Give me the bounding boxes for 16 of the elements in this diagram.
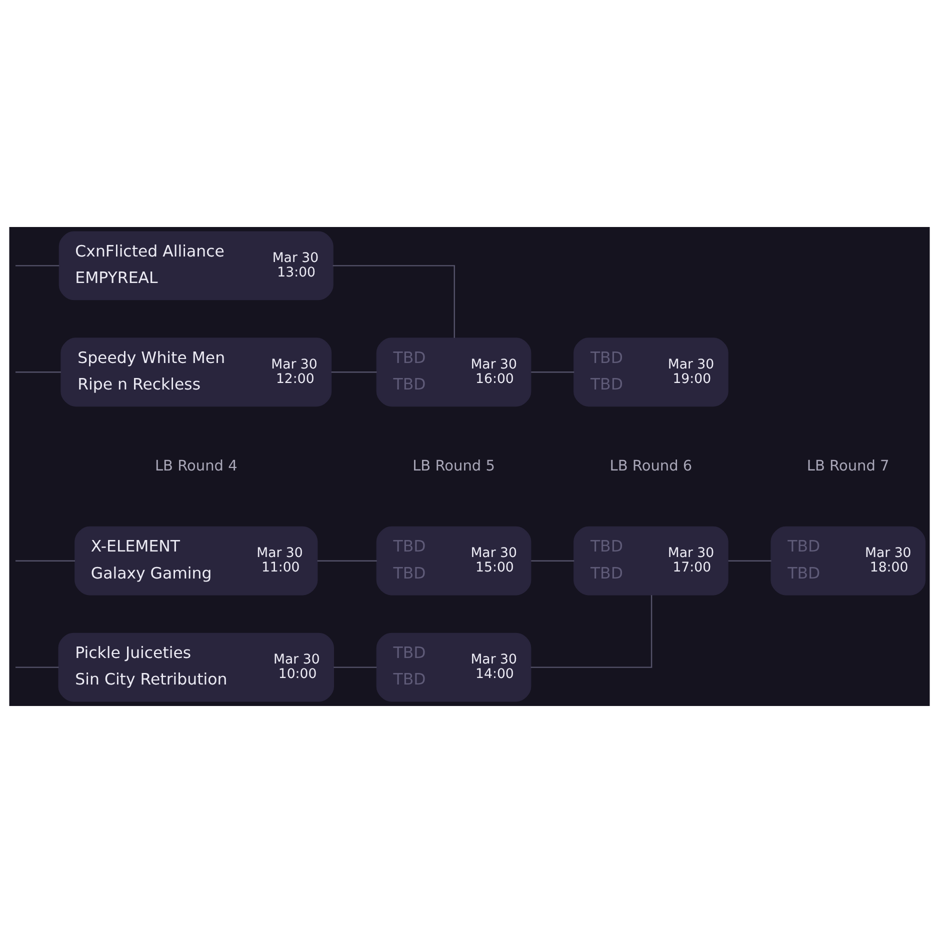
label: LB Round 4 [154, 458, 237, 474]
connector [530, 560, 574, 561]
connector [15, 666, 58, 668]
connector [332, 264, 454, 338]
connector [15, 264, 59, 266]
connector [316, 560, 376, 561]
connector [530, 371, 574, 372]
connector [15, 371, 60, 372]
label: LB Round 5 [412, 458, 494, 474]
connector [530, 594, 652, 668]
connector [333, 666, 376, 668]
label: LB Round 6 [609, 458, 692, 474]
connector [15, 560, 74, 561]
label: LB Round 7 [806, 458, 889, 474]
connector [330, 371, 376, 372]
connector [728, 560, 771, 561]
